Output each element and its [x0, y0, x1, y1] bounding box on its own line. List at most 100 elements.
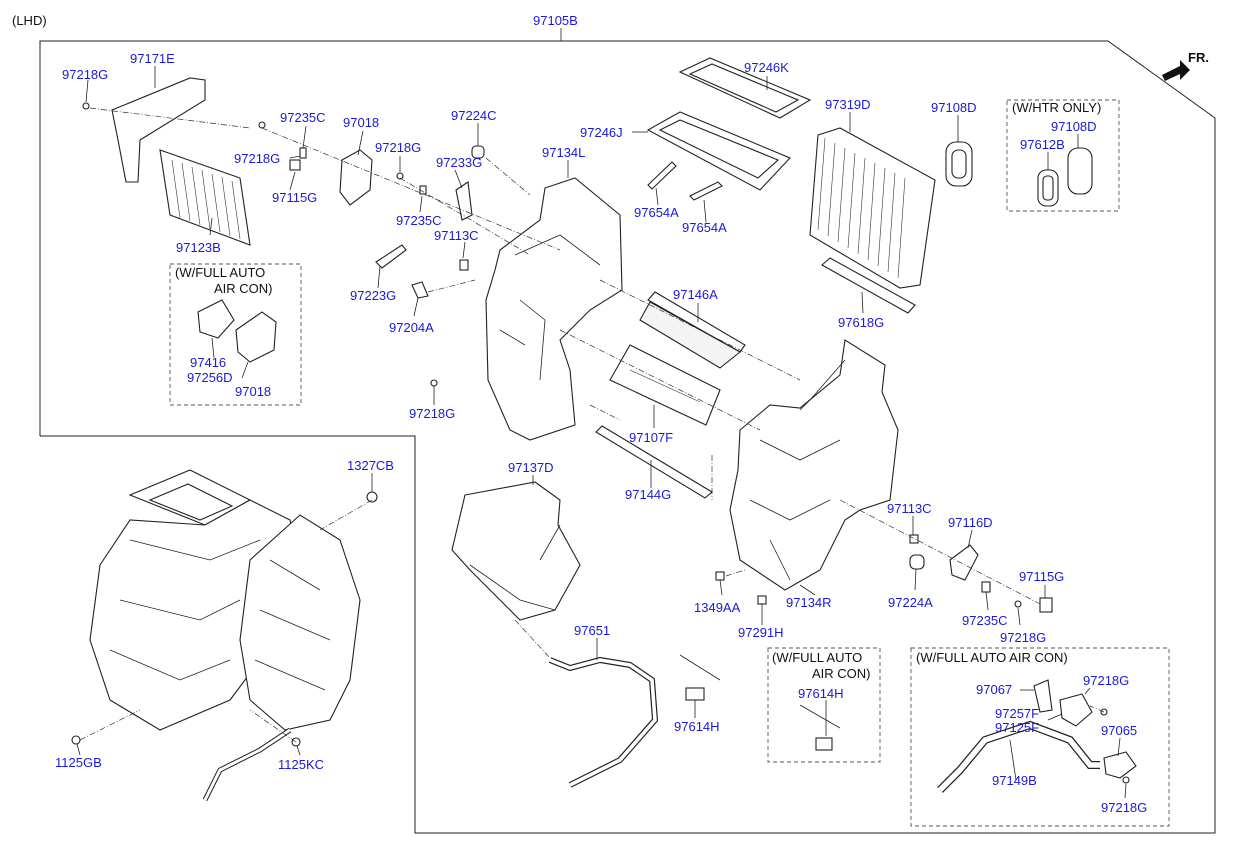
evaporator-core — [809, 127, 936, 289]
clip-icon — [757, 595, 767, 605]
part-label: 97134R — [786, 595, 832, 610]
part-label: 97218G — [1101, 800, 1147, 815]
part-label: 97065 — [1101, 723, 1137, 738]
part-label: 97144G — [625, 487, 671, 502]
actuator-arm — [411, 281, 429, 299]
part-label: 97137D — [508, 460, 554, 475]
option-box-full-auto-3 — [910, 647, 1170, 827]
part-label: 97108D — [1051, 119, 1097, 134]
part-label: 97204A — [389, 320, 434, 335]
part-label: 97235C — [962, 613, 1008, 628]
part-label: 97149B — [992, 773, 1037, 788]
part-label: 97291H — [738, 625, 784, 640]
variant-label: (LHD) — [12, 13, 47, 28]
evaporator-seal — [821, 257, 916, 314]
part-label: 97113C — [887, 501, 932, 516]
part-label: 97233G — [436, 155, 482, 170]
assembly-lines — [79, 107, 1105, 743]
option-auto2-line2: AIR CON) — [812, 666, 871, 681]
aspirator — [1033, 679, 1053, 713]
part-label: 97224A — [888, 595, 933, 610]
option-box-full-auto-2 — [767, 647, 881, 763]
part-label: 97235C — [396, 213, 442, 228]
actuator-cover — [339, 149, 373, 206]
front-label: FR. — [1188, 50, 1209, 65]
part-label: 97256D — [187, 370, 233, 385]
part-label: 97018 — [343, 115, 379, 130]
front-arrow-icon — [1162, 60, 1190, 81]
part-label: 97257F — [995, 706, 1039, 721]
part-label: 97123B — [176, 240, 221, 255]
screw-icon — [82, 102, 90, 110]
part-label: 97651 — [574, 623, 610, 638]
part-label: 97246J — [580, 125, 623, 140]
clip-icon — [715, 571, 725, 581]
part-label: 97612B — [1020, 137, 1065, 152]
part-label: 97113C — [434, 228, 479, 243]
lower-case — [451, 481, 581, 621]
clip-icon — [981, 581, 991, 593]
clip-icon — [1039, 597, 1053, 613]
part-label: 97218G — [1000, 630, 1046, 645]
grommet-icon — [909, 554, 925, 570]
actuator-plate — [235, 311, 277, 363]
option-auto3-label: (W/FULL AUTO AIR CON) — [916, 650, 1068, 665]
option-auto1-line2: AIR CON) — [214, 281, 273, 296]
gasket — [1067, 147, 1093, 195]
option-auto1-line1: (W/FULL AUTO — [175, 265, 265, 280]
mode-door — [609, 344, 721, 426]
part-label: 97134L — [542, 145, 585, 160]
part-label: 97125F — [995, 720, 1039, 735]
part-label: 97654A — [682, 220, 727, 235]
part-label: 97218G — [234, 151, 280, 166]
part-label: 97654A — [634, 205, 679, 220]
part-label: 97108D — [931, 100, 977, 115]
door-lever — [455, 181, 473, 221]
option-auto2-line1: (W/FULL AUTO — [772, 650, 862, 665]
screw-icon — [430, 379, 438, 387]
assembly-boundary — [39, 40, 1216, 834]
part-label: 97107F — [629, 430, 673, 445]
leader-lines — [76, 66, 1127, 799]
screw-icon — [258, 121, 266, 129]
mode-actuator — [197, 299, 235, 339]
screw-icon — [1014, 600, 1022, 608]
seal-strip — [647, 161, 677, 190]
assembly-label: 97105B — [533, 13, 578, 28]
left-case — [485, 177, 623, 441]
part-label: 97416 — [190, 355, 226, 370]
part-label: 97246K — [744, 60, 789, 75]
clip-icon — [459, 259, 469, 271]
part-label: 97223G — [350, 288, 396, 303]
drain-hose — [548, 656, 659, 788]
part-label: 97218G — [375, 140, 421, 155]
screw-icon — [396, 172, 404, 180]
option-box-htr-only — [1006, 99, 1120, 212]
part-label: 97115G — [1019, 569, 1064, 584]
heater-core — [159, 89, 263, 246]
hose-adapter — [1103, 751, 1137, 779]
right-case — [729, 339, 899, 591]
incar-sensor — [1059, 693, 1093, 727]
part-label: 97618G — [838, 315, 884, 330]
part-label: 1349AA — [694, 600, 741, 615]
temp-sensor — [799, 704, 841, 729]
sensor-connector — [685, 687, 705, 701]
part-label: 97319D — [825, 97, 871, 112]
part-label: 1327CB — [347, 458, 394, 473]
part-label: 97018 — [235, 384, 271, 399]
part-label: 97067 — [976, 682, 1012, 697]
part-label: 1125GB — [55, 755, 102, 770]
part-label: 97614H — [674, 719, 720, 734]
clip-icon — [289, 159, 301, 171]
part-label: 97614H — [798, 686, 844, 701]
part-label: 97218G — [62, 67, 108, 82]
temp-sensor — [679, 654, 721, 681]
part-label: 97171E — [130, 51, 175, 66]
part-label: 97116D — [948, 515, 993, 530]
part-label: 97115G — [272, 190, 317, 205]
seal-strip — [689, 181, 723, 201]
part-label: 97235C — [280, 110, 326, 125]
option-box-full-auto-1 — [169, 263, 302, 406]
